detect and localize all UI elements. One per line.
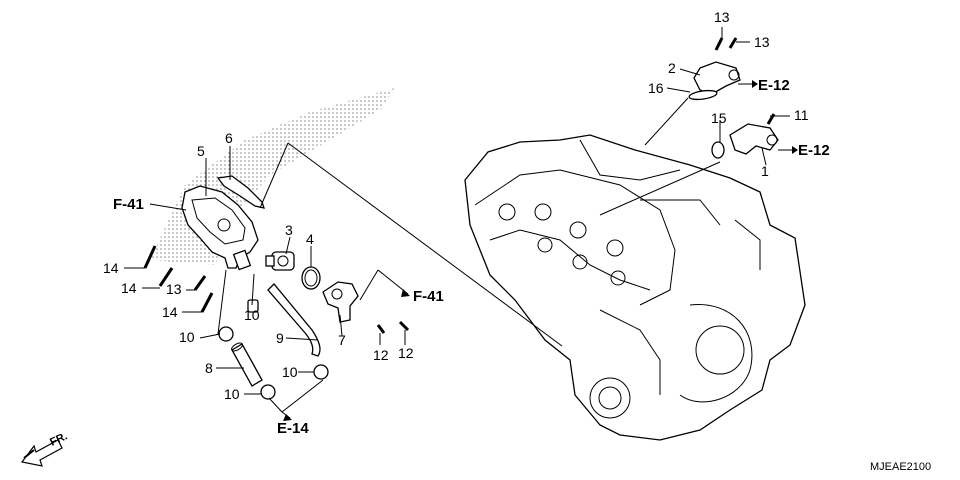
callout-16: 16 [648, 80, 664, 96]
callout-10-clamp-lower: 10 [224, 386, 240, 402]
callout-10-hose-joint: 10 [244, 307, 260, 323]
ref-f41-left: F-41 [113, 196, 144, 213]
callout-9: 9 [276, 330, 284, 346]
clamp-a [218, 326, 234, 342]
callout-15: 15 [711, 110, 727, 126]
o-ring-16 [688, 89, 718, 101]
water-outlet [322, 281, 359, 323]
callout-8: 8 [205, 360, 213, 376]
o-ring-15 [711, 141, 725, 159]
callout-11: 11 [794, 107, 809, 123]
ref-e12-top: E-12 [758, 77, 790, 94]
callout-12-a: 12 [373, 347, 389, 363]
callout-12-b: 12 [398, 345, 414, 361]
joint-10 [247, 299, 259, 313]
engine-block [464, 134, 806, 441]
pipe-1 [729, 123, 779, 155]
ref-e12-mid: E-12 [798, 142, 830, 159]
bolts-left [143, 245, 214, 313]
front-label: FR. [48, 430, 69, 448]
diagram-code: MJEAE2100 [870, 461, 931, 473]
callout-10-clamp-right: 10 [282, 364, 298, 380]
clamp-c [260, 384, 276, 400]
callout-6: 6 [225, 130, 233, 146]
shaded-band [150, 88, 395, 265]
callout-14-a: 14 [103, 260, 119, 276]
callout-3: 3 [285, 222, 293, 238]
thermostat-housing [181, 185, 259, 271]
callout-5: 5 [197, 143, 205, 159]
gasket [216, 175, 265, 209]
front-arrow: FR. [20, 430, 69, 467]
ref-e14: E-14 [277, 420, 309, 437]
callout-13-left: 13 [166, 281, 182, 297]
ref-f41-right: F-41 [413, 288, 444, 305]
callout-14-b: 14 [121, 280, 137, 296]
callout-2: 2 [668, 60, 676, 76]
callout-14-c: 14 [162, 304, 178, 320]
pipe-2 [693, 61, 741, 95]
callout-10-clamp-upper: 10 [179, 329, 195, 345]
clamp-b [313, 364, 329, 380]
leader-lines [124, 27, 792, 419]
thermostat [265, 251, 295, 271]
callout-4: 4 [306, 231, 314, 247]
callout-13-right: 13 [754, 34, 770, 50]
callout-13-top: 13 [714, 9, 730, 25]
callout-7: 7 [338, 332, 346, 348]
callout-1: 1 [761, 163, 769, 179]
hose-8 [231, 343, 263, 387]
